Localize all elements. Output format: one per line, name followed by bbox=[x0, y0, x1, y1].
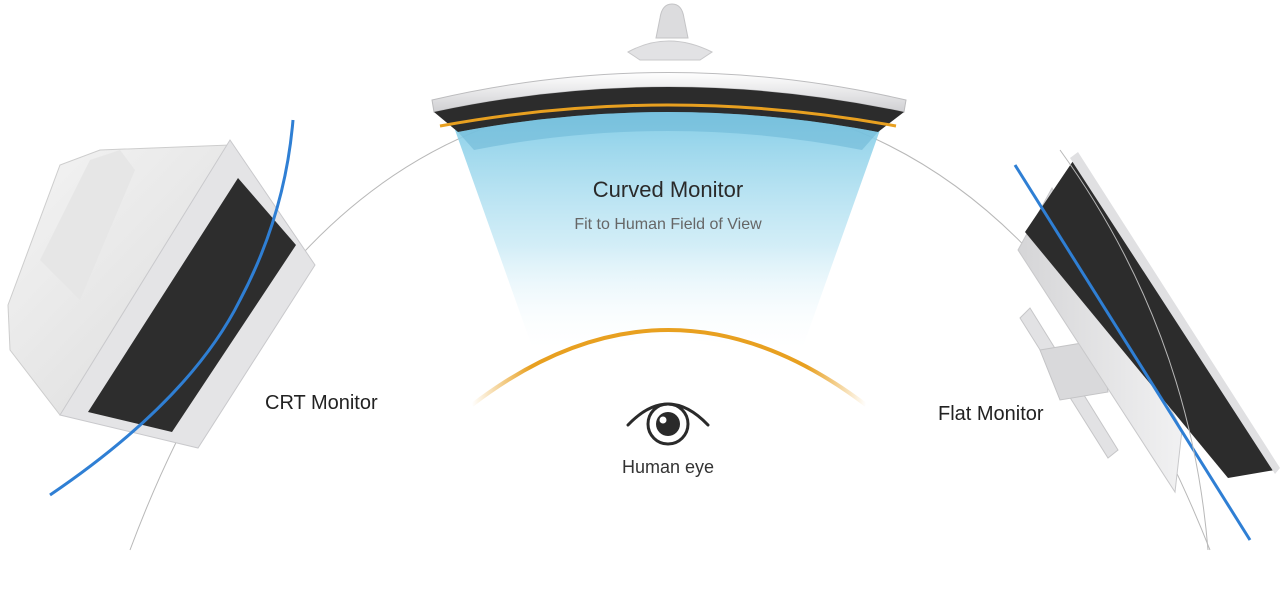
curved-monitor bbox=[431, 3, 907, 150]
crt-monitor bbox=[7, 119, 316, 497]
curved-monitor-subtitle: Fit to Human Field of View bbox=[574, 216, 762, 233]
curved-monitor-title: Curved Monitor bbox=[592, 177, 744, 202]
crt-monitor-label: CRT Monitor bbox=[265, 392, 378, 414]
human-eye-label: Human eye bbox=[621, 457, 715, 477]
flat-monitor-label: Flat Monitor bbox=[938, 403, 1044, 425]
field-of-view-arc bbox=[470, 328, 868, 407]
view-cone bbox=[455, 111, 880, 355]
eye-icon bbox=[626, 402, 710, 446]
flat-monitor bbox=[1013, 149, 1280, 551]
